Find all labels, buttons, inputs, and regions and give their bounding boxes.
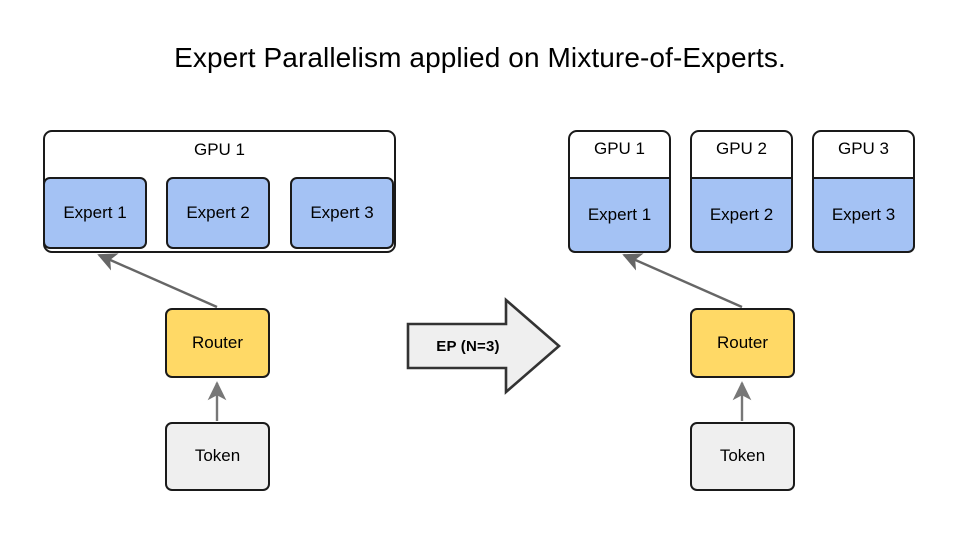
- right-router-to-expert-connector: [622, 253, 743, 309]
- left-expert-box-3[interactable]: Expert 3: [290, 177, 394, 249]
- right-expert-label-2: Expert 2: [709, 204, 774, 224]
- right-expert-box-2[interactable]: Expert 2: [690, 177, 793, 253]
- ep-arrow-shape: [406, 297, 561, 395]
- right-gpu-label-3: GPU 3: [837, 139, 890, 158]
- left-expert-label-2: Expert 2: [186, 202, 250, 222]
- right-expert-label-1: Expert 1: [587, 204, 652, 224]
- right-token-label: Token: [719, 446, 766, 466]
- right-router-box[interactable]: Router: [690, 308, 795, 378]
- left-expert-label-1: Expert 1: [63, 202, 127, 222]
- ep-transform-label: EP (N=3): [436, 337, 500, 355]
- left-token-box[interactable]: Token: [165, 422, 270, 491]
- page-title: Expert Parallelism applied on Mixture-of…: [174, 42, 786, 73]
- right-expert-label-3: Expert 3: [831, 204, 896, 224]
- ep-transform-arrow: [406, 296, 562, 396]
- left-expert-box-2[interactable]: Expert 2: [166, 177, 270, 249]
- left-router-to-expert-connector: [97, 253, 218, 309]
- right-router-label: Router: [716, 332, 769, 352]
- left-expert-label-3: Expert 3: [310, 202, 374, 222]
- right-gpu-label-1: GPU 1: [593, 139, 646, 158]
- right-expert-box-1[interactable]: Expert 1: [568, 177, 671, 253]
- left-router-box[interactable]: Router: [165, 308, 270, 378]
- right-gpu-label-2: GPU 2: [715, 139, 768, 158]
- left-gpu-label: GPU 1: [193, 140, 246, 159]
- right-token-box[interactable]: Token: [690, 422, 795, 491]
- left-router-label: Router: [191, 332, 244, 352]
- left-expert-box-1[interactable]: Expert 1: [43, 177, 147, 249]
- right-expert-box-3[interactable]: Expert 3: [812, 177, 915, 253]
- left-token-label: Token: [194, 446, 241, 466]
